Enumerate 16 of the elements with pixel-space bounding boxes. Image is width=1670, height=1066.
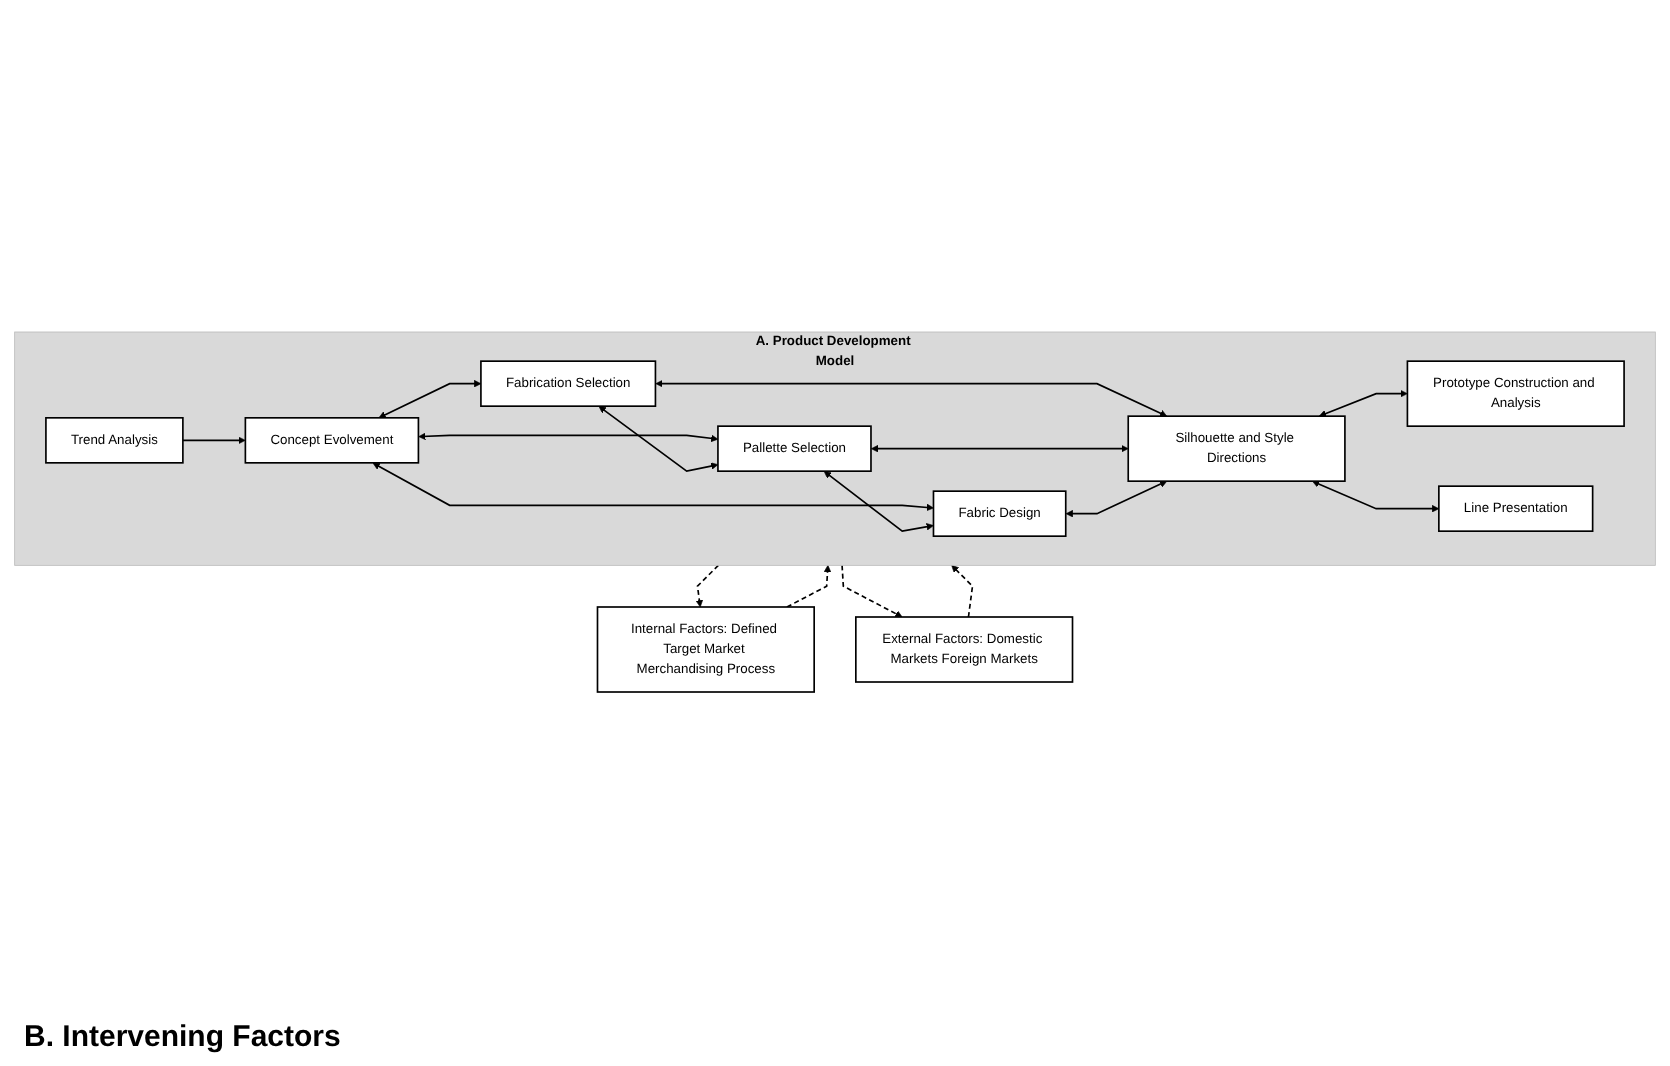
arrow xyxy=(655,380,1168,417)
arrow xyxy=(695,564,720,608)
arrow xyxy=(951,565,974,618)
arrow xyxy=(598,406,719,473)
arrow xyxy=(1312,480,1440,513)
arrow xyxy=(1319,390,1408,418)
section-heading: B. Intervening Factors xyxy=(24,1020,341,1054)
arrow xyxy=(823,471,934,533)
arrow xyxy=(418,432,719,442)
arrow xyxy=(1065,480,1168,518)
arrow xyxy=(786,565,832,608)
arrow xyxy=(372,462,934,512)
arrow xyxy=(378,380,482,419)
arrow xyxy=(182,436,246,444)
arrow xyxy=(871,445,1129,453)
arrow xyxy=(841,564,903,618)
